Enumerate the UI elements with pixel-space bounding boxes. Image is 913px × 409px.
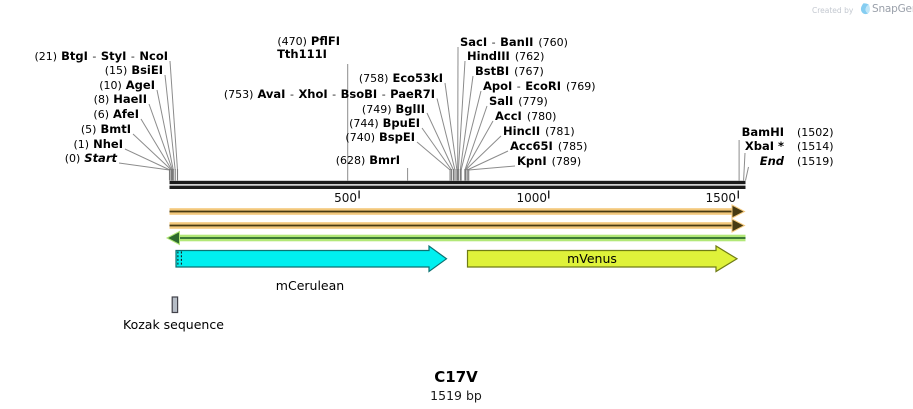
enzyme-label-bmri[interactable]: (628)BmrI	[335, 153, 400, 168]
ruler-label-500: 500	[334, 191, 357, 205]
enzyme-label-bamhi[interactable]: BamHI(1502)	[741, 125, 834, 140]
enzyme-label-avai-xhoi-bsobi-paer7i[interactable]: (753)AvaI - XhoI - BsoBI - PaeR7I	[223, 87, 435, 102]
enzyme-label-haeii[interactable]: (8)HaeII	[93, 92, 147, 107]
enzyme-label-afei[interactable]: (6)AfeI	[93, 107, 139, 122]
enzyme-label-apoi-ecori[interactable]: ApoI - EcoRI(769)	[483, 79, 596, 94]
enzyme-label-agei[interactable]: (10)AgeI	[99, 78, 155, 93]
enzyme-label-bglii[interactable]: (749)BglII	[361, 102, 425, 117]
enzyme-label-hincii[interactable]: HincII(781)	[503, 124, 575, 139]
orf-arrow-reverse[interactable]	[165, 230, 746, 246]
enzyme-label-bsiei[interactable]: (15)BsiEI	[104, 63, 163, 78]
enzyme-label-tth111i[interactable]: Tth111I	[277, 47, 327, 61]
snapgene-logo-icon	[860, 3, 870, 15]
restriction-site-ticks	[168, 169, 470, 181]
ruler-label-1500: 1500	[705, 191, 736, 205]
enzyme-label-pflfi[interactable]: (470)PflFI	[277, 34, 340, 49]
enzyme-label-bspei[interactable]: (740)BspEI	[345, 130, 415, 145]
leader-lines	[118, 46, 749, 181]
enzyme-label-nhei[interactable]: (1)NheI	[73, 137, 123, 152]
map-title: C17V	[434, 368, 478, 386]
enzyme-label-kpni[interactable]: KpnI(789)	[517, 154, 582, 169]
created-by-text: Created by	[812, 6, 854, 15]
map-length: 1519 bp	[430, 388, 482, 403]
sequence-line	[169, 180, 746, 189]
snapgene-brand-text: SnapGene	[872, 3, 913, 15]
mvenus-label: mVenus	[567, 251, 617, 266]
enzyme-label-btgi-styi-ncoi[interactable]: (21)BtgI - StyI - NcoI	[34, 49, 169, 64]
kozak-label: Kozak sequence	[123, 317, 224, 332]
marker-label-start[interactable]: (0)Start	[64, 151, 117, 166]
credit-line: Created by SnapGene	[810, 3, 913, 19]
enzyme-label-eco53ki[interactable]: (758)Eco53kI	[358, 71, 443, 86]
enzyme-label-bstbi[interactable]: BstBI(767)	[475, 64, 544, 79]
ruler-label-1000: 1000	[516, 191, 547, 205]
enzyme-label-bmti[interactable]: (5)BmtI	[80, 122, 131, 137]
enzyme-label-bpuei[interactable]: (744)BpuEI	[349, 116, 420, 131]
kozak-box[interactable]	[171, 296, 179, 314]
enzyme-label-saci-banii[interactable]: SacI - BanII(760)	[460, 35, 568, 50]
mcerulean-label: mCerulean	[275, 278, 345, 293]
enzyme-label-hindiii[interactable]: HindIII(762)	[467, 49, 545, 64]
orf-arrow-forward-1[interactable]	[169, 204, 746, 219]
map-title-block: C17V 1519 bp	[356, 368, 556, 404]
feature-start-dashed-edge	[177, 251, 182, 266]
enzyme-label-acc65i[interactable]: Acc65I(785)	[510, 139, 588, 154]
mvenus-arrow[interactable]	[466, 244, 739, 273]
ruler-ticks	[358, 190, 739, 199]
enzyme-label-xbai[interactable]: XbaI *(1514)	[744, 139, 834, 154]
orf-arrow-forward-2[interactable]	[169, 218, 746, 233]
enzyme-label-sali[interactable]: SalI(779)	[489, 94, 548, 109]
enzyme-label-acci[interactable]: AccI(780)	[495, 109, 557, 124]
mcerulean-arrow[interactable]	[175, 244, 448, 273]
marker-label-end[interactable]: End(1519)	[759, 154, 834, 169]
